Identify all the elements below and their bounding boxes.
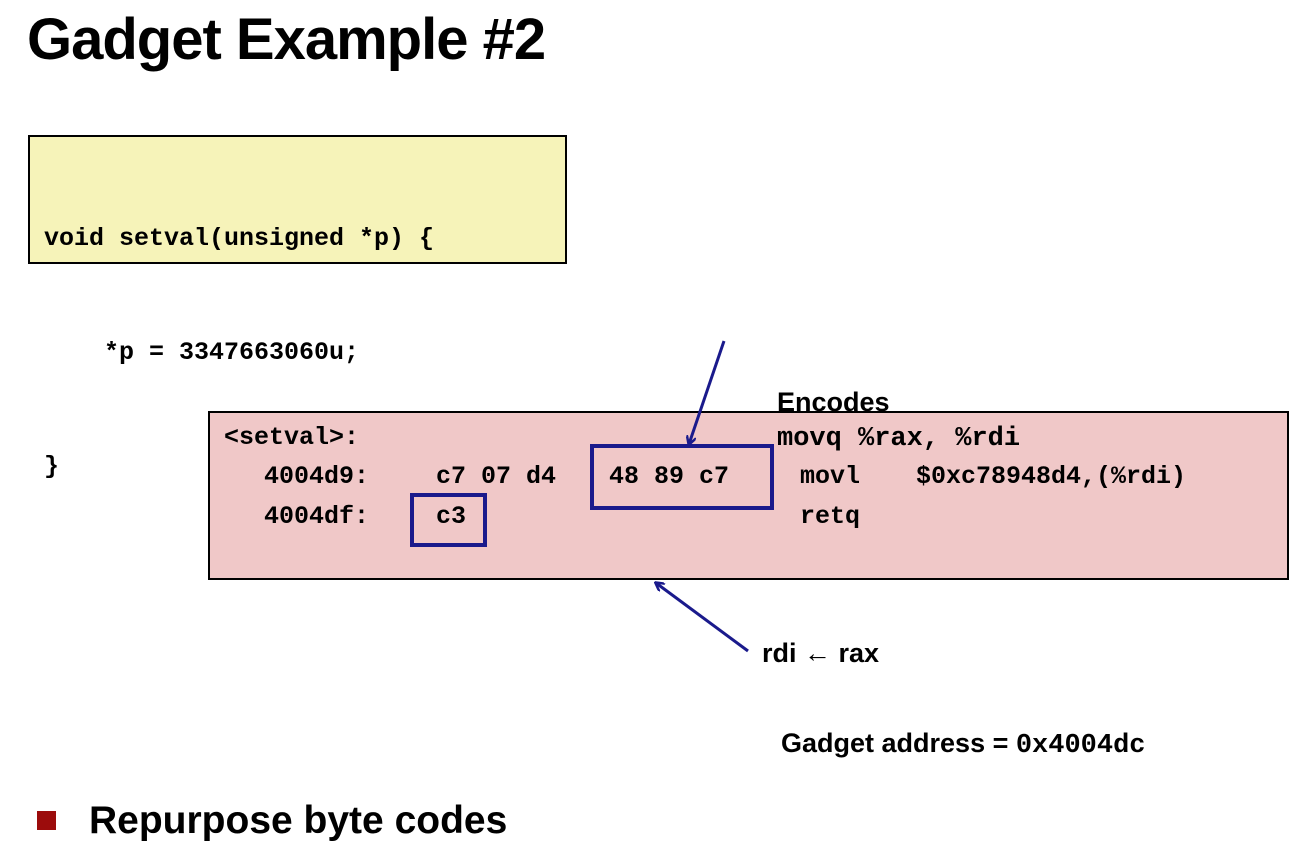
gadget-address-value: 0x4004dc bbox=[1015, 731, 1146, 761]
c-code-line: *p = 3347663060u; bbox=[44, 338, 360, 367]
row-address: 4004df: bbox=[264, 502, 370, 531]
highlight-box-retq bbox=[410, 493, 487, 547]
highlighted-bytes: c3 bbox=[436, 502, 467, 531]
highlight-box-movq bbox=[590, 444, 774, 510]
encodes-code: movq %rax, %rdi bbox=[777, 424, 1021, 454]
disassembly-box: <setval>: 4004d9: c7 07 d4 48 89 c7 movl… bbox=[208, 411, 1289, 580]
row-bytes: c7 07 d4 bbox=[436, 462, 557, 491]
c-code-line: void setval(unsigned *p) { bbox=[44, 224, 435, 253]
row-operands: $0xc78948d4,(%rdi) bbox=[916, 462, 1187, 491]
rdi-rax-annotation: rdi ← rax bbox=[762, 638, 880, 668]
function-label: <setval>: bbox=[224, 423, 360, 452]
arrow-to-movq-bytes bbox=[689, 340, 726, 444]
gadget-address-annotation: Gadget address = 0x4004dc bbox=[766, 692, 1145, 763]
c-code-line: } bbox=[44, 452, 60, 481]
row-address: 4004d9: bbox=[264, 462, 370, 491]
gadget-address-label: Gadget address = bbox=[781, 728, 1016, 758]
row-instruction: movl bbox=[800, 462, 861, 491]
encodes-annotation: Encodes movq %rax, %rdi bbox=[762, 351, 1020, 456]
c-code-box: void setval(unsigned *p) { *p = 33476630… bbox=[28, 135, 567, 481]
bullet-text: Repurpose byte codes bbox=[89, 799, 508, 842]
row-instruction: retq bbox=[800, 502, 861, 531]
arrow-to-gadget-address bbox=[656, 583, 749, 653]
bullet-icon bbox=[37, 811, 56, 830]
slide-title: Gadget Example #2 bbox=[27, 7, 546, 72]
encodes-label: Encodes bbox=[777, 387, 890, 417]
highlighted-bytes: 48 89 c7 bbox=[609, 462, 730, 491]
